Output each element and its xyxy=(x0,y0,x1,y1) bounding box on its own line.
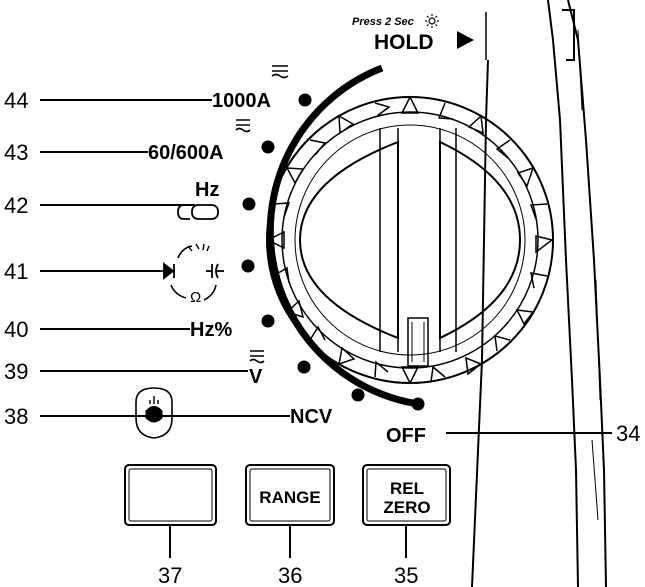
callout-39: 39 xyxy=(4,359,28,384)
dot-60-600a xyxy=(261,140,275,154)
dot-ncv xyxy=(351,388,365,402)
hold-label: HOLD xyxy=(374,31,434,54)
callout-36: 36 xyxy=(278,563,302,587)
play-triangle-icon xyxy=(457,31,474,49)
dot-1000a xyxy=(298,93,312,107)
button-leaders: 37 36 35 xyxy=(158,525,418,587)
label-hz: Hz xyxy=(195,179,219,201)
knob-center-bar xyxy=(379,128,457,352)
ac-dc-symbol-icon xyxy=(235,65,289,364)
blank-button[interactable] xyxy=(124,464,217,526)
callout-37: 37 xyxy=(158,563,182,587)
sun-icon xyxy=(425,14,439,28)
range-button-label: RANGE xyxy=(259,488,320,507)
callout-44: 44 xyxy=(4,88,28,113)
callout-34: 34 xyxy=(616,421,640,446)
rotary-selector-knob[interactable] xyxy=(266,95,554,385)
dot-diode xyxy=(241,259,255,273)
dot-off xyxy=(411,397,425,411)
knob-left-wing xyxy=(298,140,399,340)
dial-selection-arc xyxy=(266,64,419,408)
ncv-probe-icon xyxy=(135,387,173,439)
label-hz-pct: Hz% xyxy=(190,319,232,341)
dot-v xyxy=(297,360,311,374)
knob-pointer xyxy=(407,317,429,367)
press-2-sec-text: Press 2 Sec xyxy=(352,16,414,28)
diode-continuity-capacitor-ohm-group: Ω xyxy=(156,243,224,306)
meter-body-outline xyxy=(471,0,607,587)
callout-42: 42 xyxy=(4,193,28,218)
leader-lines xyxy=(40,99,612,434)
callout-38: 38 xyxy=(4,404,28,429)
knob-right-wing xyxy=(439,140,522,340)
callout-43: 43 xyxy=(4,140,28,165)
dial-position-dots xyxy=(241,93,425,411)
capacitor-icon xyxy=(206,263,224,279)
dot-hz xyxy=(242,197,256,211)
rel-label: REL xyxy=(390,479,424,498)
sound-wave-icon xyxy=(187,243,210,252)
label-ncv: NCV xyxy=(290,406,333,428)
rel-zero-button[interactable]: REL ZERO xyxy=(362,464,451,526)
callout-40: 40 xyxy=(4,317,28,342)
knob-grip-scallops xyxy=(266,95,554,385)
callout-41: 41 xyxy=(4,259,28,284)
label-1000a: 1000A xyxy=(212,90,271,112)
ohm-icon: Ω xyxy=(190,289,201,306)
callout-35: 35 xyxy=(394,563,418,587)
zero-label: ZERO xyxy=(383,498,430,517)
label-v: V xyxy=(249,366,263,388)
label-60-600a: 60/600A xyxy=(148,142,224,164)
range-button[interactable]: RANGE xyxy=(245,464,335,526)
label-off: OFF xyxy=(386,425,426,447)
clamp-probe-icon xyxy=(177,204,219,220)
callout-numbers-left: 44 43 42 41 40 39 38 34 xyxy=(4,88,640,446)
dial-labels: 1000A 60/600A Hz xyxy=(135,65,426,447)
rotation-arrows xyxy=(170,245,217,301)
diode-icon xyxy=(156,262,175,280)
hold-button-legend[interactable]: Press 2 Sec HOLD xyxy=(352,14,474,54)
dot-hz-pct xyxy=(261,314,275,328)
